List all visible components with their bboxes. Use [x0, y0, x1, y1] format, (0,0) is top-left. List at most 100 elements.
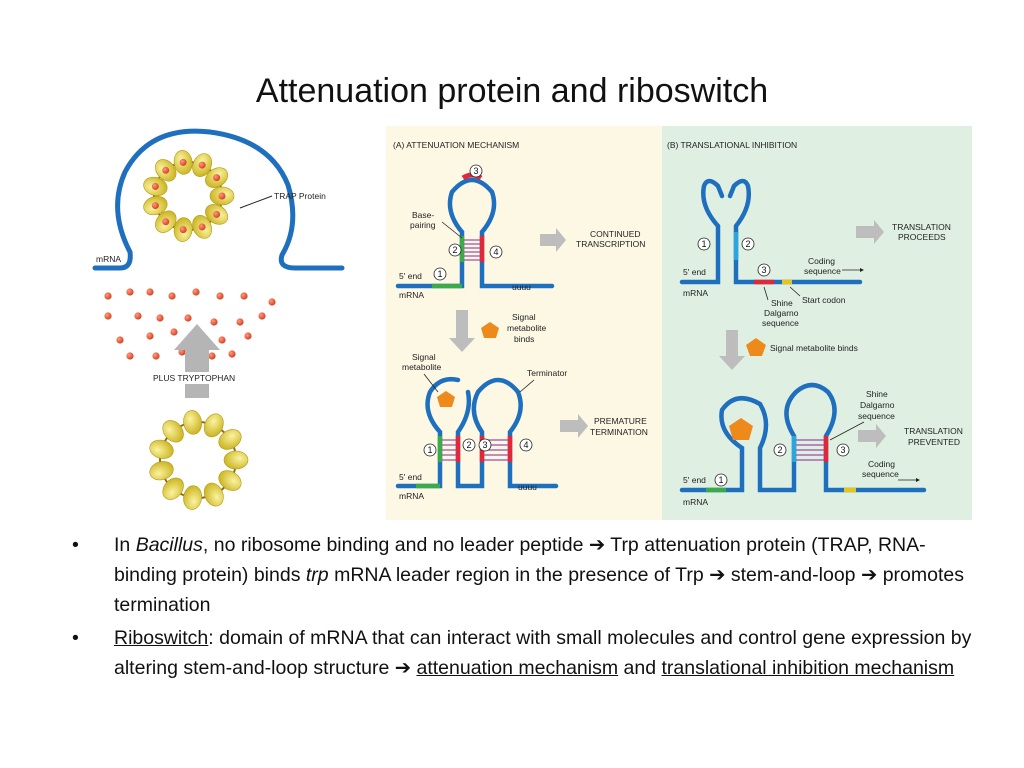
signal-binds-1: Signal — [512, 312, 536, 322]
b-region-2b: 2 — [777, 445, 782, 455]
tryptophan-dot — [216, 292, 224, 300]
trap-protein-ring — [143, 150, 235, 242]
mrna-label-a: mRNA — [399, 290, 424, 300]
uuuu-label-b: uuuu — [518, 482, 537, 492]
continued-label: CONTINUED — [590, 229, 641, 239]
tryptophan-dot — [104, 312, 112, 320]
premature-arrow — [560, 414, 588, 438]
five-end-label: 5' end — [399, 271, 422, 281]
panel-b-top: 1 2 3 5' end mRNA Coding sequence Shine … — [679, 178, 864, 328]
tryptophan-dot — [228, 350, 236, 358]
bullet-list: • In Bacillus, no ribosome binding and n… — [72, 530, 972, 686]
tryptophan-dot — [198, 161, 206, 169]
signal-metabolite-label: Signal — [412, 352, 436, 362]
b-prevented-1: TRANSLATION — [904, 426, 963, 436]
tryptophan-dot — [146, 332, 154, 340]
mrna-label-b: mRNA — [399, 491, 424, 501]
figure: mRNA TRAP Protein PLUS TRYPTOPHAN (A) AT… — [92, 126, 972, 520]
region-2b-number: 2 — [466, 440, 471, 450]
tryptophan-dot — [104, 292, 112, 300]
down-arrow-b — [719, 330, 745, 370]
trap-subunit — [183, 410, 202, 435]
b-region-1: 1 — [701, 239, 706, 249]
b-shine-b3: sequence — [858, 411, 895, 421]
b-five-end-b: 5' end — [683, 475, 706, 485]
b-shine-b2: Dalgarno — [860, 400, 895, 410]
arrow-icon: ➔ — [860, 564, 878, 586]
trap-subunit — [183, 485, 202, 510]
b-bound-metabolite — [729, 418, 753, 440]
trap-label: TRAP Protein — [274, 191, 326, 201]
b-five-end: 5' end — [683, 267, 706, 277]
trap-diagram: mRNA TRAP Protein PLUS TRYPTOPHAN — [92, 128, 345, 510]
b1-bacillus: Bacillus — [135, 534, 203, 556]
b-proceeds-1: TRANSLATION — [892, 222, 951, 232]
panel-b-bottom: 1 2 3 Shine Dalgarno sequence Coding seq… — [679, 382, 927, 507]
b-prevented-2: PREVENTED — [908, 437, 960, 447]
b2-riboswitch: Riboswitch — [114, 627, 209, 649]
region-1-number: 1 — [437, 269, 442, 279]
b-mrna-b: mRNA — [683, 497, 708, 507]
panel-a-hairpin-bottom: 1 2 3 4 Signal metabolite Terminator 5' … — [395, 352, 567, 501]
panel-a-header: (A) ATTENUATION MECHANISM — [393, 140, 519, 150]
trap-subunit — [149, 461, 174, 481]
b1-rest2: Trp attenuation protein (TRAP, RNA-bindi… — [114, 534, 926, 586]
b1-rest1: , no ribosome binding and no leader pept… — [202, 534, 589, 556]
tryptophan-molecules — [104, 288, 276, 360]
tryptophan-dot — [151, 202, 159, 210]
signal-binds-2: metabolite — [507, 323, 546, 333]
b2-and: and — [618, 657, 662, 679]
tryptophan-dot — [146, 288, 154, 296]
tryptophan-dot — [213, 210, 221, 218]
mrna-strand — [92, 128, 345, 271]
free-trap-ring — [149, 410, 249, 510]
tryptophan-dot — [198, 223, 206, 231]
b-metabolite — [746, 338, 766, 356]
mrna-label: mRNA — [96, 254, 121, 264]
b1-in: In — [114, 534, 136, 556]
plus-tryptophan-label: PLUS TRYPTOPHAN — [153, 373, 235, 383]
tryptophan-dot — [151, 182, 159, 190]
tryptophan-dot — [152, 352, 160, 360]
b-region-3: 3 — [761, 265, 766, 275]
premature-label-2: TERMINATION — [590, 427, 648, 437]
bullet-2: • Riboswitch: domain of mRNA that can in… — [72, 623, 972, 683]
five-end-label-b: 5' end — [399, 472, 422, 482]
panel-b-background — [662, 126, 972, 520]
metabolite-pentagon — [481, 322, 499, 338]
b1-rest4: stem-and-loop — [725, 564, 861, 586]
b-coding-b1: Coding — [868, 459, 895, 469]
b2-attenuation: attenuation mechanism — [416, 657, 619, 679]
tryptophan-dot — [178, 348, 186, 356]
arrow-icon: ➔ — [709, 564, 726, 586]
tryptophan-dot — [179, 226, 187, 234]
b2-rest1: : domain of mRNA that can interact with … — [114, 627, 972, 679]
region-4-number: 4 — [493, 247, 498, 257]
tryptophan-dot — [213, 174, 221, 182]
tryptophan-dot — [236, 318, 244, 326]
base-pairing-label-2: pairing — [410, 220, 436, 230]
b1-trp: trp — [305, 564, 329, 586]
b-region-3b: 3 — [840, 445, 845, 455]
trap-subunit — [149, 439, 174, 459]
continued-arrow — [540, 228, 566, 252]
b-shine-2: Dalgarno — [764, 308, 799, 318]
tryptophan-dot — [184, 314, 192, 322]
signal-binds-3: binds — [514, 334, 534, 344]
b-region-1b: 1 — [718, 475, 723, 485]
b2-translational: translational inhibition mechanism — [661, 657, 955, 679]
b-shine-3: sequence — [762, 318, 799, 328]
bullet-1: • In Bacillus, no ribosome binding and n… — [72, 530, 972, 620]
b-proceeds-2: PROCEEDS — [898, 232, 946, 242]
proceeds-arrow — [856, 220, 884, 244]
region-1b-number: 1 — [427, 445, 432, 455]
trap-subunit — [203, 413, 224, 438]
region-3-number: 3 — [473, 166, 478, 176]
trap-subunit — [203, 482, 224, 507]
trap-subunit — [223, 450, 249, 470]
b-signal-binds: Signal metabolite binds — [770, 343, 858, 353]
tryptophan-dot — [240, 292, 248, 300]
tryptophan-dot — [208, 352, 216, 360]
tryptophan-dot — [210, 318, 218, 326]
arrow-icon: ➔ — [394, 657, 412, 679]
